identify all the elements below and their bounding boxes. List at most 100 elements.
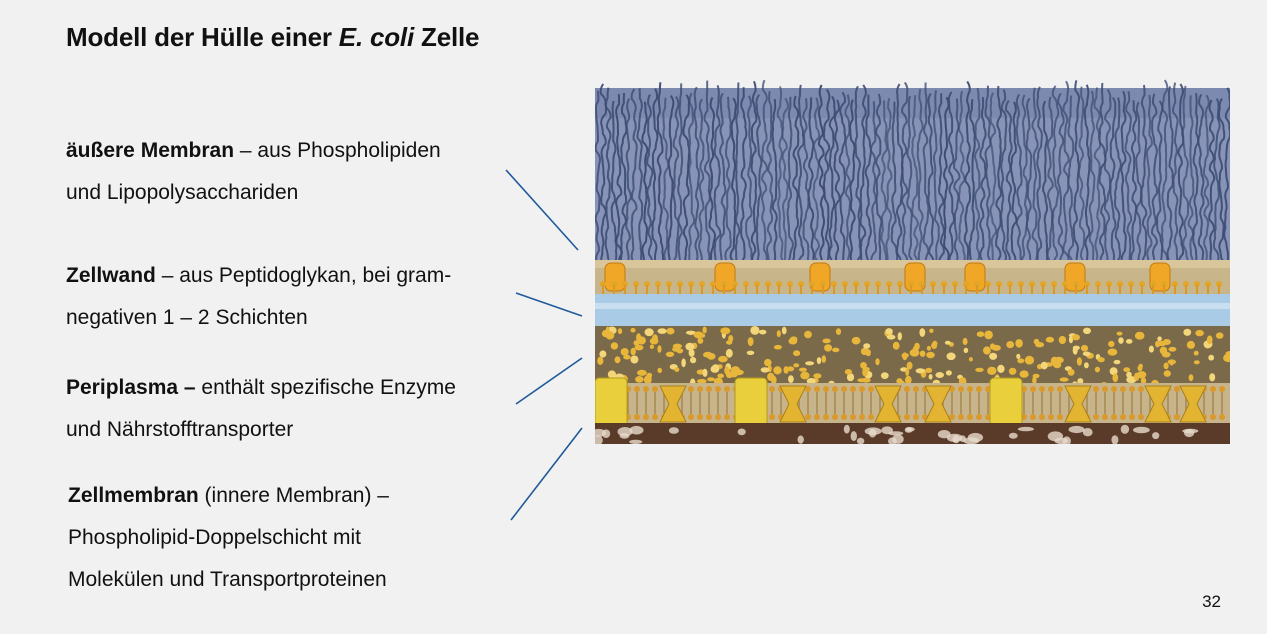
periplasm-particle xyxy=(1015,339,1023,348)
periplasm-particle xyxy=(1193,350,1199,356)
lipid-tail xyxy=(767,285,769,295)
lipid-tail xyxy=(899,285,901,295)
lipid-head xyxy=(1018,281,1024,287)
periplasm-particle xyxy=(788,375,794,383)
periplasm-particle xyxy=(1045,336,1055,343)
lipid-tail xyxy=(943,285,945,295)
lipid-tail xyxy=(834,392,836,414)
lps-chain xyxy=(765,91,774,272)
lipid-head xyxy=(1093,386,1099,392)
periplasm-particle xyxy=(1215,332,1224,339)
lps-chain xyxy=(1166,86,1174,267)
lipid-head xyxy=(643,414,649,420)
lipid-tail xyxy=(1050,392,1052,414)
lps-chain xyxy=(875,93,883,265)
periplasm-particle xyxy=(1163,362,1169,370)
lipid-head xyxy=(1150,281,1156,287)
lipid-tail xyxy=(897,392,899,414)
lps-chain xyxy=(1124,90,1133,272)
lps-chain xyxy=(922,82,930,273)
periplasm-particle xyxy=(672,343,682,349)
lipid-head xyxy=(743,281,749,287)
lps-chain xyxy=(1217,97,1226,269)
lipid-tail xyxy=(1075,285,1077,295)
lipid-head xyxy=(967,414,973,420)
lipid-tail xyxy=(833,285,835,295)
cytoplasm-blob xyxy=(1062,436,1071,444)
lps-chain xyxy=(1161,79,1169,271)
periplasm-particle xyxy=(1155,340,1161,348)
periplasm-particle xyxy=(963,347,969,354)
lps-chain xyxy=(1202,94,1210,266)
lps-chain xyxy=(1098,82,1107,274)
lipid-tail xyxy=(855,285,857,295)
lps-chain xyxy=(906,95,914,267)
cytoplasm-blob xyxy=(1182,428,1199,434)
lipid-head xyxy=(859,414,865,420)
lps-chain xyxy=(979,96,987,268)
periplasm-particle xyxy=(657,345,662,353)
lipid-head xyxy=(1172,281,1178,287)
periplasm-particle xyxy=(1032,373,1040,379)
lipid-head xyxy=(655,281,661,287)
channel-protein xyxy=(924,385,952,423)
cytoplasm-blob xyxy=(1120,424,1130,434)
lipid-head xyxy=(913,386,919,392)
periplasm-particle xyxy=(798,367,807,372)
label-cell-membrane-term: Zellmembran xyxy=(68,484,199,507)
porin-protein xyxy=(964,262,986,292)
lps-chain xyxy=(833,99,841,271)
lps-chain xyxy=(1223,87,1230,268)
lipid-tail xyxy=(1185,285,1187,295)
lipid-tail xyxy=(843,392,845,414)
lps-chain xyxy=(687,92,696,264)
lipid-tail xyxy=(954,285,956,295)
periplasm-particle xyxy=(1126,376,1137,384)
periplasm-particle xyxy=(773,344,782,350)
lipid-head xyxy=(841,386,847,392)
periplasm-particle xyxy=(747,337,754,347)
cytoplasm-region xyxy=(595,423,1230,444)
lps-chain xyxy=(636,88,644,269)
periplasm-particle xyxy=(1195,329,1204,337)
lps-chain xyxy=(1150,93,1159,264)
periplasm-particle xyxy=(1159,346,1168,355)
lipid-head xyxy=(832,414,838,420)
lipid-head xyxy=(706,386,712,392)
lipid-tail xyxy=(915,392,917,414)
lps-chain xyxy=(864,94,872,265)
lipid-head xyxy=(1117,281,1123,287)
periplasm-particle xyxy=(764,358,772,367)
periplasm-particle xyxy=(646,372,653,379)
periplasm-particle xyxy=(912,345,919,355)
periplasm-particle xyxy=(944,340,951,345)
lipid-tail xyxy=(1064,285,1066,295)
periplasm-particle xyxy=(800,371,810,380)
lps-chain xyxy=(771,98,778,270)
lipid-head xyxy=(832,386,838,392)
lipid-head xyxy=(600,281,606,287)
periplasm-particle xyxy=(1163,370,1171,377)
periplasm-particle xyxy=(644,328,654,337)
lipid-head xyxy=(958,414,964,420)
lipid-head xyxy=(732,281,738,287)
lipid-head xyxy=(1111,414,1117,420)
lps-chain xyxy=(625,98,632,269)
periplasm-particle xyxy=(707,377,715,382)
lps-chain xyxy=(682,94,691,265)
lipid-head xyxy=(1210,414,1216,420)
lps-chain xyxy=(1009,101,1018,272)
lipid-head xyxy=(1138,386,1144,392)
periplasm-particle xyxy=(926,351,935,359)
lipid-tail xyxy=(861,392,863,414)
periplasm-particle xyxy=(835,328,842,335)
lps-chain xyxy=(708,96,716,268)
periplasm-particle xyxy=(880,372,889,379)
lps-chain xyxy=(1025,97,1033,269)
lipid-head xyxy=(1138,414,1144,420)
lipid-head xyxy=(1219,414,1225,420)
lipid-tail xyxy=(654,392,656,414)
lps-chain xyxy=(1177,83,1185,265)
periplasm-particle xyxy=(1162,339,1171,345)
